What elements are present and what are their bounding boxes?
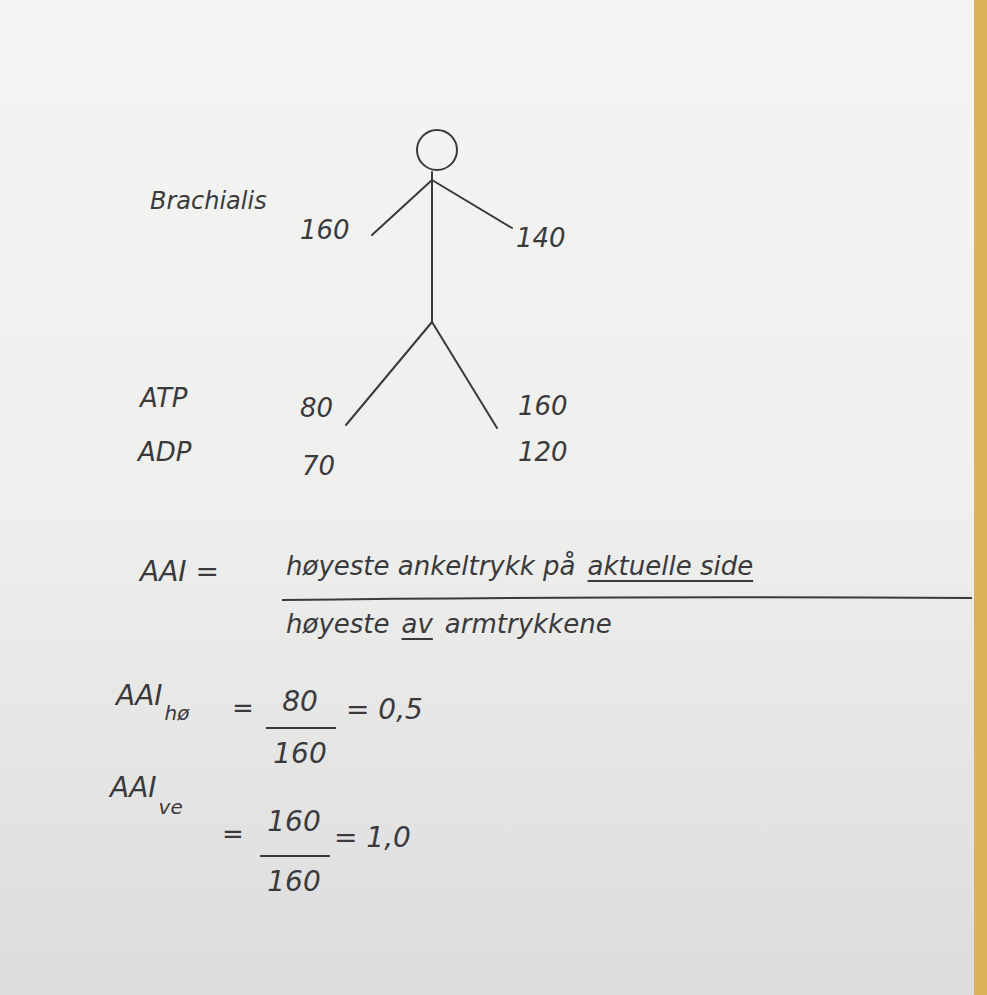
numerator-value: 80 bbox=[282, 686, 318, 718]
numerator-value: 160 bbox=[267, 806, 320, 838]
ankle-site-label: ADP bbox=[138, 438, 192, 468]
formula-name: AAI bbox=[110, 772, 157, 804]
equals-sign: = bbox=[222, 820, 244, 850]
left-leg bbox=[432, 322, 497, 428]
fraction-bars bbox=[260, 597, 972, 856]
numerator-text: aktuelle side bbox=[588, 552, 754, 582]
side-subscript: ve bbox=[159, 796, 183, 819]
denominator-text: av bbox=[402, 610, 433, 640]
pressure-value: 140 bbox=[516, 224, 566, 254]
denominator-text: armtrykkene bbox=[445, 610, 612, 640]
left-arm bbox=[432, 180, 512, 228]
ankle-site-label: ATP bbox=[140, 384, 187, 414]
right-arm bbox=[372, 180, 432, 235]
head bbox=[417, 130, 457, 170]
equals-sign: = bbox=[232, 694, 254, 724]
result-value: = 0,5 bbox=[346, 694, 423, 726]
formula-name: AAI bbox=[116, 680, 163, 712]
denominator-text: høyeste bbox=[286, 610, 390, 640]
pressure-value: 160 bbox=[300, 216, 350, 246]
formula-lhs: AAI = bbox=[140, 556, 219, 588]
denominator-value: 160 bbox=[267, 866, 320, 898]
pressure-value: 160 bbox=[518, 392, 568, 422]
fraction-bar bbox=[260, 855, 330, 857]
pressure-value: 120 bbox=[518, 438, 568, 468]
pressure-value: 70 bbox=[302, 452, 335, 482]
stick-figure bbox=[346, 130, 512, 428]
arm-site-label: Brachialis bbox=[150, 188, 267, 216]
pressure-value: 80 bbox=[300, 394, 333, 424]
denominator-value: 160 bbox=[273, 738, 326, 770]
right-leg bbox=[346, 322, 432, 425]
fraction-bar bbox=[282, 597, 972, 600]
numerator-text: høyeste ankeltrykk på bbox=[286, 552, 576, 582]
fraction-bar bbox=[266, 727, 336, 729]
body bbox=[431, 172, 433, 322]
side-subscript: hø bbox=[165, 702, 190, 725]
paper-edge bbox=[974, 0, 987, 995]
result-value: = 1,0 bbox=[334, 822, 411, 854]
